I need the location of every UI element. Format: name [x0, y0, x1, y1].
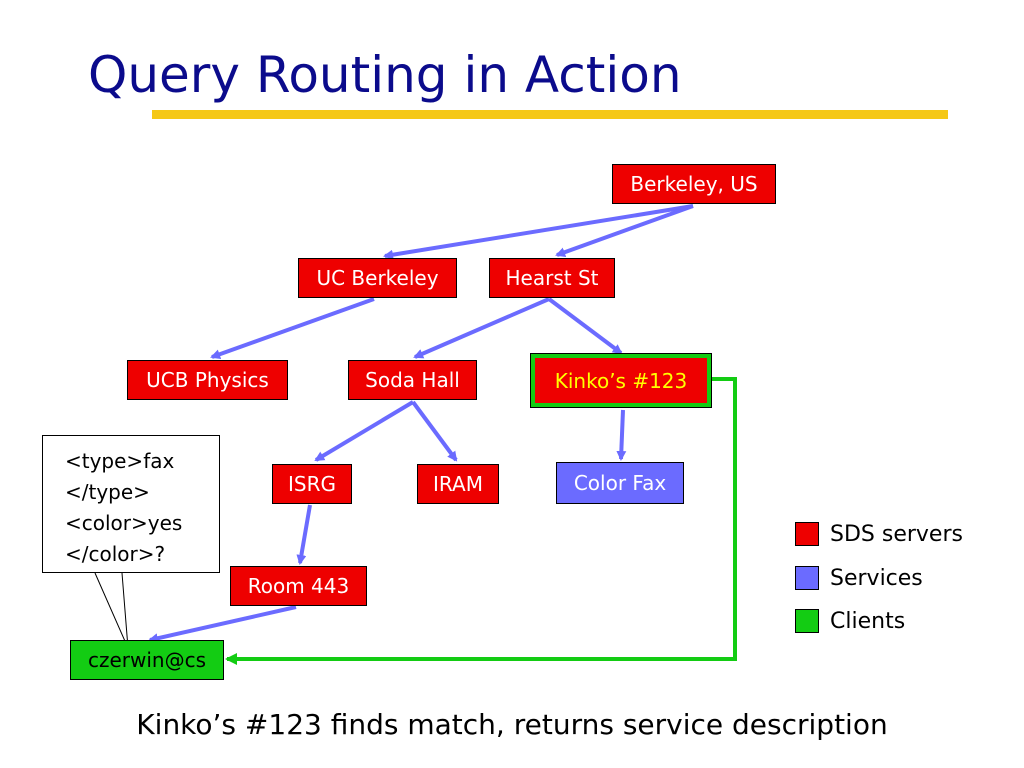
legend-item-clients: Clients: [795, 608, 905, 634]
edge-ucberkeley-physics: [210, 297, 375, 360]
edge-room-client: [148, 605, 297, 644]
node-berkeley-us: Berkeley, US: [612, 164, 776, 204]
callout-pointer: [94, 572, 129, 649]
slide-title: Query Routing in Action: [88, 46, 682, 104]
edge-hearst-kinkos: [547, 297, 623, 355]
edge-berkeley-ucberkeley: [383, 204, 694, 260]
node-kinkos-123: Kinko’s #123: [530, 353, 712, 408]
edge-hearst-soda: [413, 297, 550, 359]
edge-isrg-room: [296, 504, 312, 565]
slide-caption: Kinko’s #123 finds match, returns servic…: [136, 708, 888, 741]
legend-swatch-red: [795, 522, 819, 546]
callout-line: <type>fax: [65, 449, 175, 473]
edge-soda-iram: [411, 400, 458, 462]
node-isrg: ISRG: [272, 464, 352, 504]
node-client-czerwin: czerwin@cs: [70, 640, 224, 680]
query-callout: <type>fax </type> <color>yes </color>?: [42, 435, 220, 573]
node-ucb-physics: UCB Physics: [127, 360, 288, 400]
title-underline: [152, 110, 948, 119]
node-soda-hall: Soda Hall: [348, 360, 477, 400]
node-iram: IRAM: [417, 464, 499, 504]
callout-line: </type>: [65, 480, 150, 504]
legend-item-services: Services: [795, 565, 923, 591]
node-hearst-st: Hearst St: [489, 258, 615, 298]
edge-soda-isrg: [314, 400, 415, 462]
edge-berkeley-hearst: [555, 204, 694, 257]
node-uc-berkeley: UC Berkeley: [298, 258, 457, 298]
legend-label: Clients: [830, 608, 906, 634]
callout-line: </color>?: [65, 542, 166, 566]
legend-swatch-green: [795, 609, 819, 633]
edge-kinkos-colorfax: [616, 409, 627, 461]
node-color-fax: Color Fax: [556, 462, 684, 504]
legend-label: Services: [830, 565, 923, 591]
reply-edge-kinkos-client: [225, 377, 737, 665]
legend-swatch-blue: [795, 566, 819, 590]
callout-line: <color>yes: [65, 511, 183, 535]
node-room-443: Room 443: [230, 566, 367, 606]
legend-label: SDS servers: [830, 521, 963, 547]
legend-item-sds-servers: SDS servers: [795, 521, 963, 547]
